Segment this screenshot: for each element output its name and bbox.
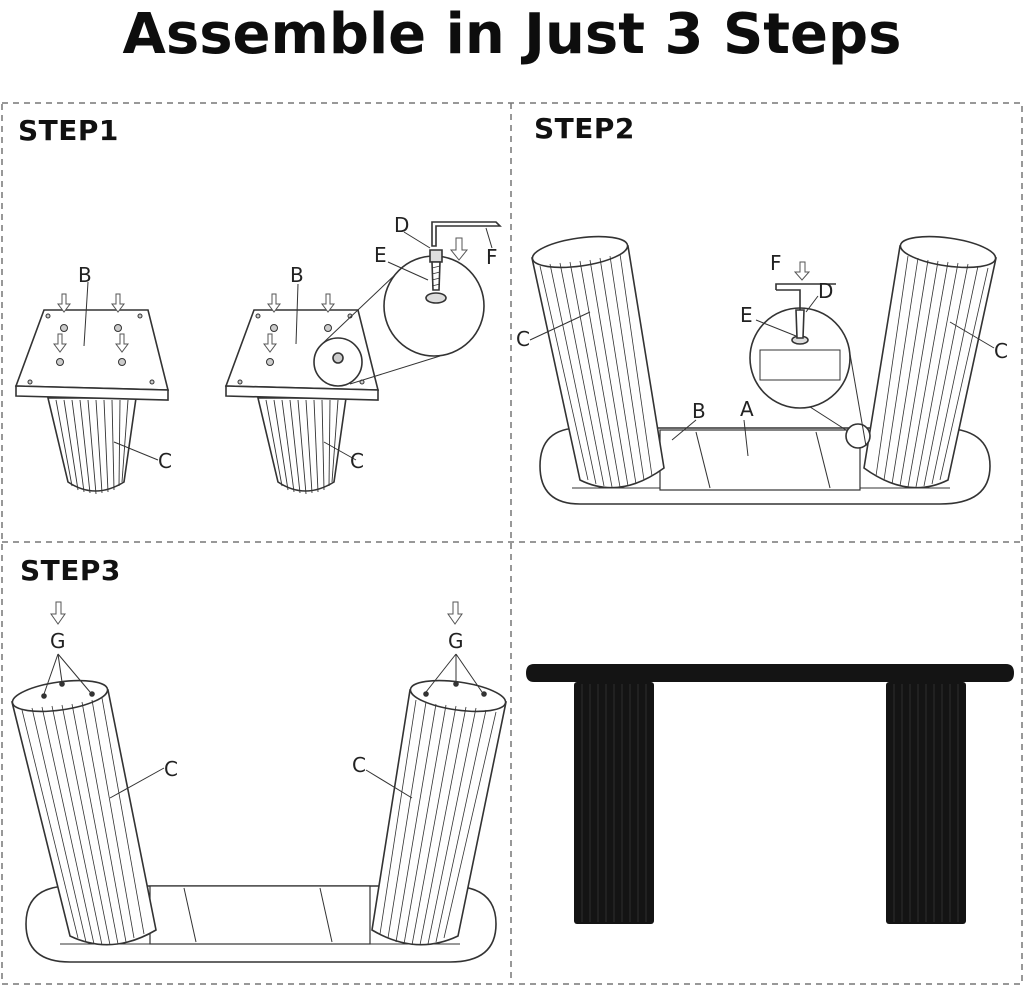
- label-c: C: [158, 449, 172, 473]
- label-b: B: [692, 399, 706, 423]
- label-e: E: [374, 243, 387, 267]
- step1-leg-right: [224, 221, 502, 495]
- step2-label: STEP2: [534, 112, 635, 145]
- label-d: D: [394, 213, 409, 237]
- label-a: A: [740, 397, 754, 421]
- step3-leg-left: [11, 601, 165, 946]
- label-c: C: [516, 327, 530, 351]
- label-c: C: [350, 449, 364, 473]
- step3-label: STEP3: [20, 554, 121, 587]
- label-b: B: [78, 263, 92, 287]
- step3-leg-right: [365, 601, 507, 946]
- finished-table-photo: [526, 664, 1014, 924]
- label-c: C: [994, 339, 1008, 363]
- step2-illustration: [529, 235, 997, 505]
- step3-part-letters: G G C C: [50, 629, 464, 781]
- label-d: D: [818, 279, 833, 303]
- label-g: G: [448, 629, 464, 653]
- panel-frame: [1, 102, 1023, 985]
- step3-illustration: [11, 601, 507, 963]
- step2-leg-right: [863, 235, 997, 489]
- step1-part-letters: B C B C D E F: [78, 213, 498, 473]
- page-title: Assemble in Just 3 Steps: [122, 2, 902, 67]
- label-f: F: [770, 251, 782, 275]
- step1-illustration: [14, 221, 502, 495]
- label-b: B: [290, 263, 304, 287]
- step2-leg-left: [531, 235, 665, 489]
- label-g: G: [50, 629, 66, 653]
- label-c: C: [164, 757, 178, 781]
- step1-label: STEP1: [18, 114, 119, 147]
- step2-part-letters: A B C C D E F: [516, 251, 1008, 423]
- label-c: C: [352, 753, 366, 777]
- step1-leg-left: [14, 281, 170, 495]
- label-e: E: [740, 303, 753, 327]
- label-f: F: [486, 245, 498, 269]
